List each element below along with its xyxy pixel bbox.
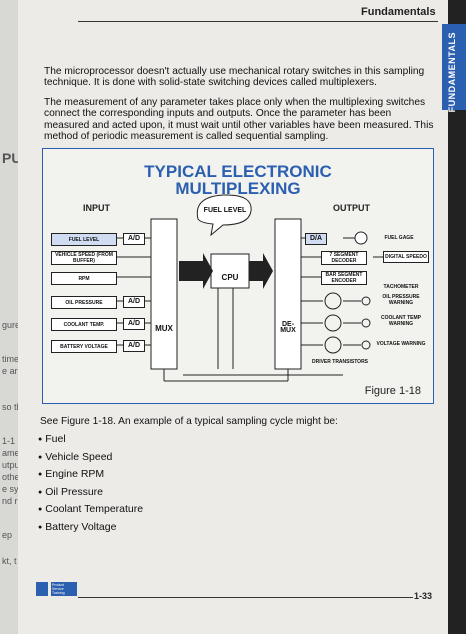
seven-segment-decoder: 7 SEGMENT DECODER [321,251,367,265]
paragraph-2: The measurement of any parameter takes p… [44,97,434,142]
intro-text: See Figure 1-18. An example of a typical… [40,416,338,427]
strip-text: 1-1 [2,436,16,446]
paragraph-1: The microprocessor doesn't actually use … [44,66,425,89]
strip-text: kt, t [2,556,17,566]
multiplexing-diagram: TYPICAL ELECTRONIC MULTIPLEXING INPUT OU… [42,148,434,404]
section-tab: FUNDAMENTALS [442,24,466,113]
coolant-temp-warning-label: COOLANT TEMP WARNING [381,315,421,327]
header-rule [78,21,438,22]
strip-text: utpu [2,460,20,470]
oil-pressure-warning-label: OIL PRESSURE WARNING [382,294,420,306]
diagram-title-line1: TYPICAL ELECTRONIC [144,162,332,181]
fuel-level-bubble-text: FUEL LEVEL [203,207,247,214]
input-fuel-level: FUEL LEVEL [51,233,117,246]
ad-converter: A/D [123,296,145,308]
input-oil-pressure: OIL PRESSURE [51,296,117,309]
voltage-warning-label: VOLTAGE WARNING [376,341,426,347]
demux-label: DE-MUX [280,321,296,334]
input-battery-voltage: BATTERY VOLTAGE [51,340,117,353]
list-item: Fuel [38,431,143,449]
input-coolant-temp: COOLANT TEMP. [51,318,117,331]
output-heading: OUTPUT [333,203,370,213]
gm-logo-icon [36,582,48,596]
list-item: Vehicle Speed [38,449,143,467]
tachometer-label: TACHOMETER [383,284,419,290]
strip-text: e sy [2,484,19,494]
list-item: Oil Pressure [38,484,143,502]
list-item: Coolant Temperature [38,501,143,519]
thought-bubble [196,194,252,237]
section-tab-label: FUNDAMENTALS [447,32,457,113]
footer-rule [78,597,413,598]
diagram-title-line2: MULTIPLEXING [175,179,301,198]
digital-speedo: DIGITAL SPEEDO [383,251,429,263]
strip-text: gure [2,320,21,330]
list-item: Battery Voltage [38,519,143,537]
manual-page: Fundamentals FUNDAMENTALS The microproce… [18,0,466,634]
strip-text: time [2,354,20,364]
sampling-cycle-list: Fuel Vehicle Speed Engine RPM Oil Pressu… [38,431,143,536]
mux-label: MUX [155,324,173,333]
diagram-wiring [117,194,383,382]
training-logo: Product Service Training [51,582,77,596]
mux-cpu-arrow [179,253,213,289]
ad-converter: A/D [123,318,145,330]
training-logo-text: Product Service Training [52,583,65,595]
figure-caption: Figure 1-18 [364,385,421,397]
strip-text: PU [2,150,22,166]
strip-text: othe [2,472,20,482]
ad-converter: A/D [123,340,145,352]
bar-segment-encoder: BAR SEGMENT ENCODER [321,271,367,285]
da-converter: D/A [305,233,327,245]
strip-text: e ara [2,366,23,376]
list-item: Engine RPM [38,466,143,484]
cpu-label: CPU [221,273,239,282]
strip-text: nd r [2,496,18,506]
driver-transistors-label: DRIVER TRANSISTORS [311,359,369,365]
fuel-gage-label: FUEL GAGE [384,235,414,241]
input-vehicle-speed: VEHICLE SPEED (FROM BUFFER) [51,251,117,265]
fuel-gauge-icon [354,231,368,245]
input-rpm: RPM [51,272,117,285]
section-title: Fundamentals [361,6,436,18]
strip-text: so th [2,402,22,412]
strip-text: ep [2,530,13,540]
input-heading: INPUT [83,203,110,213]
cpu-demux-arrow [249,253,273,289]
page-number: 1-33 [414,591,433,601]
ad-converter: A/D [123,233,145,245]
strip-text: ame [2,448,20,458]
